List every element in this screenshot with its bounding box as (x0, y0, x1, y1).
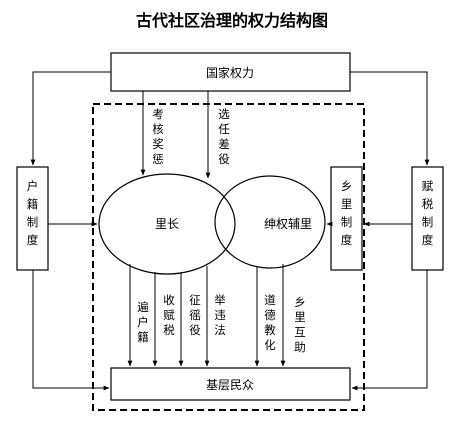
report-crimes-label: 举违法 (214, 293, 226, 337)
moral-education-label: 道德教化 (264, 293, 276, 352)
lizhang-ellipse (98, 173, 236, 275)
grassroots-label: 基层民众 (206, 378, 254, 392)
xiangli-system-box (330, 166, 363, 271)
tax-to-grassroots-arrow (351, 270, 428, 391)
community-boundary (92, 103, 365, 411)
grassroots-box (110, 367, 351, 401)
assess-reward-label: 考核奖惩 (152, 107, 164, 166)
lizhang-label: 里长 (155, 217, 179, 231)
state-power-label: 国家权力 (206, 65, 254, 80)
conscript-labor-label: 征徭役 (189, 293, 201, 337)
state-to-household-arrow (30, 71, 111, 166)
collect-taxes-label: 收赋税 (163, 293, 175, 337)
gentry-label: 绅权辅里 (264, 217, 312, 231)
diagram-title: 古代社区治理的权力结构图 (136, 11, 328, 30)
village-mutual-aid-label: 乡里互助 (294, 295, 306, 354)
register-households-label: 遍户籍 (137, 300, 149, 344)
appoint-assign-label: 选任差役 (218, 107, 230, 166)
state-to-tax-arrow (350, 71, 430, 166)
tax-system-label: 赋税制度 (422, 179, 434, 247)
gentry-ellipse (214, 175, 326, 269)
household-to-grassroots-arrow (32, 270, 110, 391)
tax-system-box (411, 166, 444, 271)
xiangli-system-label: 乡里制度 (341, 179, 353, 247)
household-registry-label: 户籍制度 (27, 179, 39, 247)
